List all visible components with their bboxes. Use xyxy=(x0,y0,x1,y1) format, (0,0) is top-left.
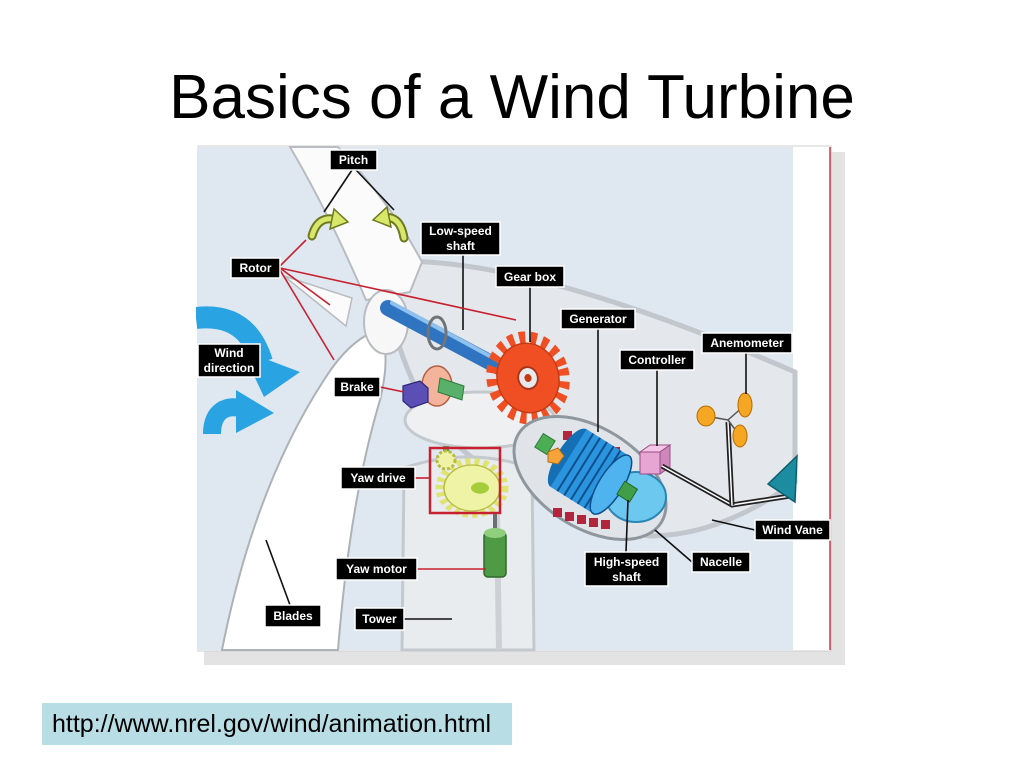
generator-rotor xyxy=(550,429,629,514)
label-tower-text: Tower xyxy=(362,612,397,626)
label-yaw-drive: Yaw drive xyxy=(340,466,416,490)
label-generator-text: Generator xyxy=(569,312,627,326)
brake xyxy=(402,365,465,409)
generator xyxy=(547,428,633,515)
label-brake: Brake xyxy=(333,376,381,398)
yaw-motor-top xyxy=(484,528,506,538)
label-controller-text: Controller xyxy=(628,353,686,367)
magnet-block xyxy=(577,515,586,524)
yaw-pinion-gear xyxy=(435,449,457,471)
label-anemometer-text: Anemometer xyxy=(710,336,784,350)
leader-line-blades xyxy=(265,539,291,606)
magnet-block xyxy=(553,508,562,517)
winding-line xyxy=(576,445,615,505)
label-pitch: Pitch xyxy=(329,149,378,171)
anemometer-cup xyxy=(737,392,753,418)
high-speed-shaft-coupling xyxy=(616,480,639,503)
magnet-block xyxy=(589,518,598,527)
yaw-gear-hub xyxy=(471,482,489,494)
label-rotor-text: Rotor xyxy=(240,261,272,275)
yaw-drive-callout-box xyxy=(428,446,502,515)
label-anemometer: Anemometer xyxy=(701,332,793,354)
yaw-motor-body xyxy=(483,531,507,578)
winding-line xyxy=(570,441,608,501)
yaw-motor xyxy=(483,514,507,578)
label-brake-text: Brake xyxy=(340,380,374,394)
label-wind-vane: Wind Vane xyxy=(754,519,831,541)
yaw-gear-teeth xyxy=(435,458,509,518)
label-gear-box: Gear box xyxy=(495,265,565,288)
low-speed-shaft-body xyxy=(380,300,520,382)
yaw-drive xyxy=(428,446,509,518)
slide-title: Basics of a Wind Turbine xyxy=(169,63,855,132)
generator-connector xyxy=(547,447,565,465)
sensor-cable xyxy=(660,421,791,508)
label-tower: Tower xyxy=(354,607,405,631)
winding-line xyxy=(556,432,595,492)
low-speed-shaft-ring xyxy=(426,315,448,351)
label-rotor: Rotor xyxy=(230,257,281,279)
pitch-arrow-left xyxy=(307,207,350,241)
anemometer-cup xyxy=(732,424,748,448)
anemometer-mast-inner xyxy=(727,421,733,506)
label-yaw-drive-text: Yaw drive xyxy=(350,471,406,485)
label-blades: Blades xyxy=(264,604,322,628)
rotor-blade-side xyxy=(283,275,353,328)
label-wind-direction-line2: direction xyxy=(204,361,255,375)
winding-line xyxy=(563,437,601,496)
label-low-speed-shaft-line2: shaft xyxy=(446,239,475,253)
controller-front xyxy=(639,451,661,475)
brake-caliper xyxy=(402,380,429,409)
leader-line-brake xyxy=(379,386,405,393)
label-nacelle-text: Nacelle xyxy=(700,555,742,569)
label-low-speed-shaft: Low-speed shaft xyxy=(420,221,501,256)
leader-line-wind-vane xyxy=(711,519,756,531)
label-high-speed-shaft-line1: High-speed xyxy=(594,555,659,569)
label-high-speed-shaft: High-speed shaft xyxy=(584,551,669,587)
low-speed-shaft xyxy=(380,300,520,382)
leader-line-nacelle xyxy=(654,529,693,563)
label-blades-text: Blades xyxy=(273,609,313,623)
magnet-block xyxy=(565,512,574,521)
magnet-block xyxy=(563,431,572,440)
source-url-box: http://www.nrel.gov/wind/animation.html xyxy=(42,703,512,745)
low-speed-shaft-highlight xyxy=(390,301,510,368)
anemometer xyxy=(696,392,753,448)
anemometer-cup xyxy=(696,405,716,427)
leader-line-high-speed-shaft xyxy=(625,499,629,553)
label-wind-vane-text: Wind Vane xyxy=(762,523,823,537)
label-yaw-motor-text: Yaw motor xyxy=(346,562,407,576)
label-wind-direction: Wind direction xyxy=(197,343,261,378)
leader-line-rotor xyxy=(279,239,307,267)
gear-axle xyxy=(524,374,532,382)
magnet-block xyxy=(601,520,610,529)
label-yaw-motor: Yaw motor xyxy=(335,557,418,581)
leader-line-pitch xyxy=(323,169,353,213)
leader-line-rotor xyxy=(279,267,331,306)
leader-lines xyxy=(265,169,756,620)
pitch-arrow-right xyxy=(371,205,409,243)
generator-input-coupling xyxy=(534,432,556,456)
label-high-speed-shaft-line2: shaft xyxy=(612,570,641,584)
wind-turbine-diagram: Pitch Low-speed shaft Gear box Rotor Gen… xyxy=(196,145,845,665)
label-pitch-text: Pitch xyxy=(339,153,368,167)
wind-arrow-lower-head xyxy=(236,390,274,433)
leader-line-rotor xyxy=(279,267,517,321)
pitch-arrow-left-head xyxy=(328,207,350,231)
label-generator: Generator xyxy=(560,308,636,330)
label-low-speed-shaft-line1: Low-speed xyxy=(429,224,492,238)
label-wind-direction-line1: Wind xyxy=(214,346,243,360)
label-controller: Controller xyxy=(619,349,695,371)
wind-vane xyxy=(766,454,798,504)
label-gear-box-text: Gear box xyxy=(504,270,556,284)
source-url-link[interactable]: http://www.nrel.gov/wind/animation.html xyxy=(52,710,492,738)
brake-cylinder xyxy=(437,377,465,401)
pitch-arrow-right-head xyxy=(371,205,393,229)
leader-line-pitch xyxy=(355,169,395,211)
leader-line-rotor xyxy=(279,269,335,361)
label-nacelle: Nacelle xyxy=(691,551,751,573)
